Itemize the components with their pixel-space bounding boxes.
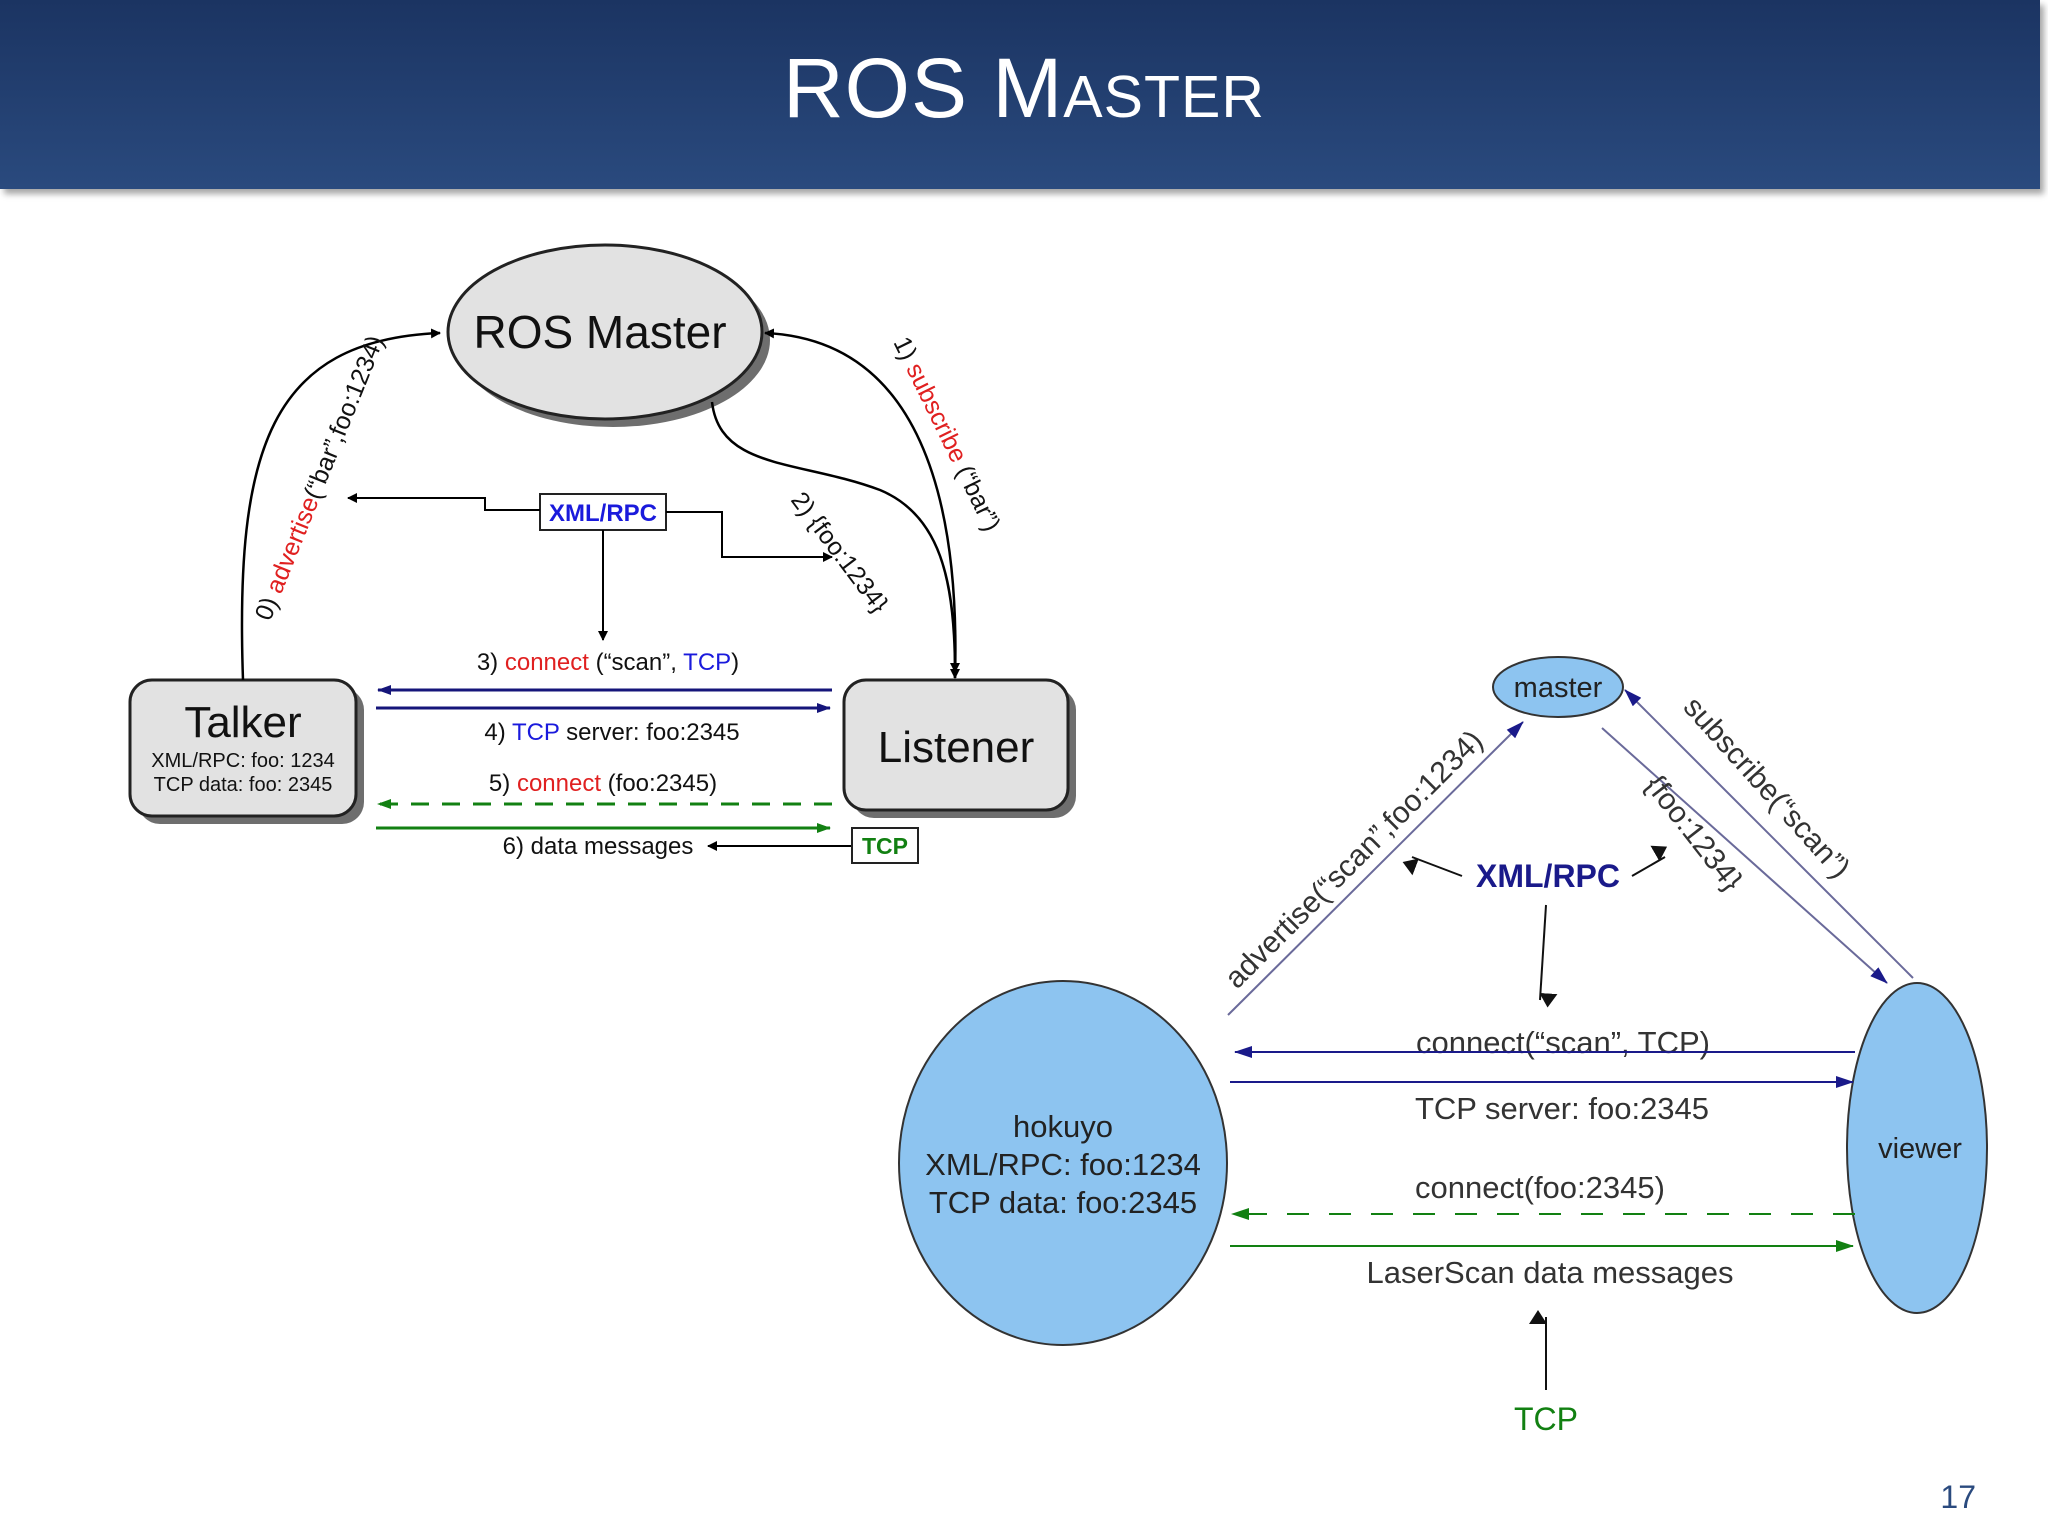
listener-node [842,678,1070,812]
title-bar [0,0,2040,189]
step0-label: 0) advertise(“bar”,foo:1234) [250,332,390,625]
hokuyo-tcp: TCP data: foo:2345 [929,1185,1197,1220]
advertise-arrow [240,328,441,681]
talker-xmlrpc: XML/RPC: foo: 1234 [151,750,334,772]
reply-arrow-2 [1601,727,1888,984]
step4-label: 4) TCP server: foo:2345 [484,719,739,746]
advertise-arrow-2 [1227,721,1524,1016]
xmlrpc-leader-right [666,511,833,562]
tcp-box [851,827,919,864]
viewer-label: viewer [1878,1133,1962,1165]
listener-title: Listener [878,723,1035,772]
page-number: 17 [1940,1479,1976,1515]
step6-label: 6) data messages [503,833,694,860]
advertise-label: advertise(“scan”,foo:1234) [1219,724,1490,995]
tcp-box-label: TCP [862,833,908,859]
master-node [1492,656,1624,718]
diagram-classic: ROS Master Talker XML/RPC: foo: 1234 TCP… [128,243,1076,864]
viewer-node [1846,982,1988,1314]
talker-title: Talker [184,698,301,747]
step5-label: 5) connect (foo:2345) [489,770,717,797]
connect-port-label-2: connect(foo:2345) [1415,1170,1665,1205]
tcp-label-2: TCP [1514,1401,1578,1437]
connect-label-2: connect(“scan”, TCP) [1416,1025,1710,1060]
ros-master-node [446,243,764,421]
hokuyo-name: hokuyo [1013,1109,1113,1144]
reply-label: {foo:1234} [1638,769,1748,897]
talker-tcp: TCP data: foo: 2345 [154,774,333,796]
subscribe-arrow-2 [1624,689,1914,979]
xmlrpc-pointer-left [1402,856,1463,877]
xmlrpc-pointer-right [1631,845,1668,877]
xmlrpc-label-2: XML/RPC [1476,858,1620,894]
subscribe-arrow [764,328,957,679]
reply-arrow [710,401,960,673]
xmlrpc-leader-left [347,493,540,511]
ros-master-label: ROS Master [473,306,726,358]
slide-title: ROS Master [0,40,2048,137]
master-label: master [1514,672,1603,704]
hokuyo-xmlrpc: XML/RPC: foo:1234 [925,1147,1201,1182]
data-messages-label-2: LaserScan data messages [1366,1255,1733,1290]
xmlrpc-pointer-down [1539,904,1558,1008]
step2-label: 2) {foo:1234} [785,487,894,618]
hokuyo-node [898,980,1228,1346]
slide-title-text: ROS Master [782,41,1266,135]
tcp-server-label-2: TCP server: foo:2345 [1415,1091,1709,1126]
step3-label: 3) connect (“scan”, TCP) [477,649,739,676]
xmlrpc-box-label: XML/RPC [549,500,657,527]
